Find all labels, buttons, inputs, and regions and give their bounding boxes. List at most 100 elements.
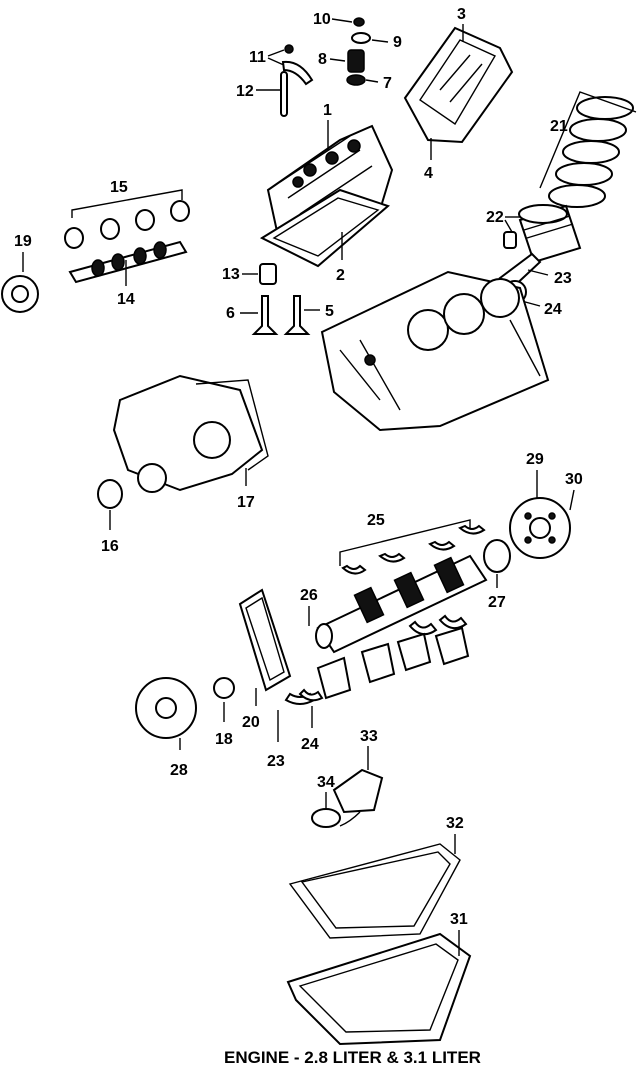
callout-1-label: 1 [323,102,332,119]
callout-19: 19 [1,233,39,313]
callout-13-label: 13 [222,266,240,283]
callout-34: 34 [311,774,341,828]
callout-24-lower-label: 24 [301,736,319,753]
front-seal-part [97,479,123,509]
intake-valve-part [251,295,279,335]
timing-chain-part [238,588,292,692]
crank-sprocket-part [213,677,235,699]
engine-block-part [320,270,550,432]
callout-32: 32 [446,815,464,854]
spring-cap-part [351,32,371,44]
callout-15-label: 15 [110,179,128,196]
spring-shim-part [346,74,366,86]
flexplate-part [509,497,571,559]
callout-22: 22 [486,209,520,249]
camshaft-part [68,240,188,284]
callout-23-label: 23 [554,270,572,287]
crankshaft-part [315,554,488,654]
cam-bearing-part-3 [135,209,155,231]
callout-21-label: 21 [550,118,568,135]
oil-pan-part [286,932,472,1046]
head-gasket-part [259,188,390,268]
callout-9: 9 [351,32,402,51]
callout-29-label: 29 [526,451,544,468]
piston-rings-part [548,96,634,208]
lower-bearings-part [316,614,470,700]
oil-pickup-part [311,808,341,828]
callout-23-lower: 23 [267,692,316,770]
callout-25: 25 [339,512,486,575]
callout-25-label: 25 [367,512,385,529]
callout-26: 26 [300,587,318,626]
callout-11: 11 [249,44,314,86]
callout-2-label: 2 [336,267,345,284]
callout-31-label: 31 [450,911,468,928]
callout-30: 30 [565,471,583,511]
cam-bearing-part-2 [100,218,120,240]
callout-12: 12 [236,71,288,117]
oil-pump-part [332,768,384,814]
rocker-nut-part [284,44,294,54]
callout-11-label: 11 [249,49,266,66]
callout-10-label: 10 [313,11,331,28]
piston-pin-part [503,231,517,249]
callout-7-label: 7 [383,75,392,92]
callout-20-label: 20 [242,714,260,731]
lifter-part [259,263,277,285]
callout-16-label: 16 [101,538,119,555]
timing-cover-part [112,374,269,493]
callout-23: 23 [527,269,572,287]
callout-5: 5 [283,295,334,335]
callout-19-label: 19 [14,233,32,250]
callout-14-label: 14 [117,291,135,308]
rocker-arm-part [281,60,314,86]
callout-7: 7 [346,74,392,92]
callout-28-label: 28 [170,762,188,779]
callout-30-label: 30 [565,471,583,488]
callout-21: 21 [539,91,637,189]
callout-22-label: 22 [486,209,504,226]
callout-32-label: 32 [446,815,464,832]
callout-29: 29 [526,451,544,498]
callout-17: 17 [237,468,255,511]
callout-33: 33 [332,728,384,827]
callout-1: 1 [323,102,332,150]
callout-5-label: 5 [325,303,334,320]
rear-main-seal-part [483,539,511,573]
callout-4-label: 4 [424,165,433,182]
callout-18: 18 [213,677,235,748]
callout-33-label: 33 [360,728,378,745]
main-bearing-part [341,564,367,575]
callout-4: 4 [424,138,433,182]
cylinder-head-part [259,124,394,268]
callout-6-label: 6 [226,305,235,322]
valve-cover-part [403,26,514,144]
callout-8: 8 [318,49,365,73]
callout-31: 31 [450,911,468,956]
callout-13: 13 [222,263,277,285]
callout-24-label: 24 [544,301,562,318]
pushrod-part [280,71,288,117]
callout-34-label: 34 [317,774,335,791]
callout-26-label: 26 [300,587,318,604]
callout-3: 3 [457,6,466,42]
callout-27-label: 27 [488,594,506,611]
valve-key-part [353,17,365,27]
piston-part [518,204,582,264]
callout-12-label: 12 [236,83,254,100]
callout-10: 10 [313,11,365,28]
callout-20: 20 [242,688,260,731]
callout-18-label: 18 [215,731,233,748]
callout-8-label: 8 [318,51,327,68]
callout-14: 14 [117,260,135,308]
callout-23-lower-label: 23 [267,753,285,770]
oil-pan-gasket-part [288,843,461,939]
exhaust-valve-part [283,295,311,335]
cam-bearing-part [64,227,84,249]
cam-bearing-part-4 [170,200,190,222]
callout-15: 15 [64,179,190,249]
callout-2: 2 [336,232,345,284]
diagram-caption: ENGINE - 2.8 LITER & 3.1 LITER [224,1048,481,1067]
callout-6: 6 [226,295,279,335]
